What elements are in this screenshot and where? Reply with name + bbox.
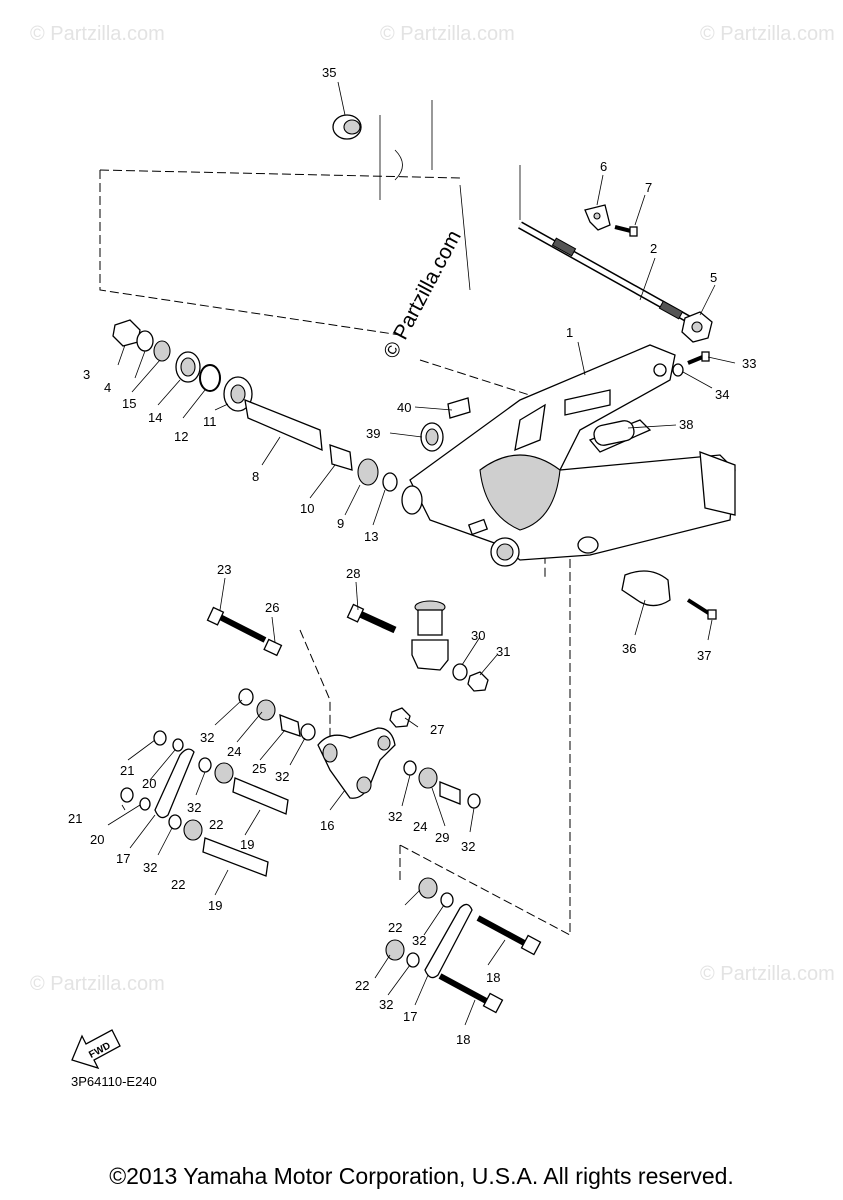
callout-22-d[interactable]: 22 — [355, 978, 369, 993]
callout-38[interactable]: 38 — [679, 417, 693, 432]
callout-14[interactable]: 14 — [148, 410, 162, 425]
callout-40[interactable]: 40 — [397, 400, 411, 415]
callout-22-a[interactable]: 22 — [209, 817, 223, 832]
callout-1[interactable]: 1 — [566, 325, 573, 340]
callout-32-a[interactable]: 32 — [200, 730, 214, 745]
callout-27[interactable]: 27 — [430, 722, 444, 737]
callout-22-c[interactable]: 22 — [388, 920, 402, 935]
shock-bolt[interactable] — [346, 603, 397, 634]
callout-5[interactable]: 5 — [710, 270, 717, 285]
callout-24-left[interactable]: 24 — [227, 744, 241, 759]
callout-35[interactable]: 35 — [322, 65, 336, 80]
callout-21-upper[interactable]: 21 — [120, 763, 134, 778]
callout-18-upper[interactable]: 18 — [486, 970, 500, 985]
grease-seal[interactable] — [420, 422, 444, 452]
callout-17-left[interactable]: 17 — [116, 851, 130, 866]
swing-arm[interactable] — [401, 344, 736, 567]
forward-direction-arrow: FWD — [71, 1029, 121, 1070]
callout-12[interactable]: 12 — [174, 429, 188, 444]
pivot-shaft[interactable] — [518, 221, 692, 324]
diagonal-watermark: © Partzilla.com — [379, 227, 466, 363]
callout-32-e[interactable]: 32 — [388, 809, 402, 824]
callout-25[interactable]: 25 — [252, 761, 266, 776]
callout-6[interactable]: 6 — [600, 159, 607, 174]
callout-17-right[interactable]: 17 — [403, 1009, 417, 1024]
callout-28[interactable]: 28 — [346, 566, 360, 581]
watermark: © Partzilla.com — [700, 23, 835, 45]
bracket[interactable] — [584, 204, 611, 231]
callout-16[interactable]: 16 — [320, 818, 334, 833]
watermark: © Partzilla.com — [30, 973, 165, 995]
watermark: © Partzilla.com — [380, 23, 515, 45]
callout-39[interactable]: 39 — [366, 426, 380, 441]
lower-bearing-stack-left[interactable] — [168, 757, 289, 877]
callout-11[interactable]: 11 — [203, 414, 217, 429]
connecting-rod-left[interactable] — [120, 730, 195, 819]
watermark-layer: © Partzilla.com © Partzilla.com © Partzi… — [30, 23, 835, 995]
caution-label[interactable] — [447, 397, 471, 419]
shock-washers[interactable] — [389, 663, 489, 728]
part-callouts: 1 2 3 4 5 6 7 8 9 10 11 12 13 14 15 16 1… — [68, 65, 756, 1047]
callout-19-upper[interactable]: 19 — [240, 837, 254, 852]
callout-29[interactable]: 29 — [435, 830, 449, 845]
frame-outline — [379, 100, 521, 291]
copyright-notice: ©2013 Yamaha Motor Corporation, U.S.A. A… — [109, 1163, 734, 1189]
callout-18-lower[interactable]: 18 — [456, 1032, 470, 1047]
callout-32-g[interactable]: 32 — [412, 933, 426, 948]
callout-23[interactable]: 23 — [217, 562, 231, 577]
callout-32-b[interactable]: 32 — [275, 769, 289, 784]
callout-21-lower[interactable]: 21 — [68, 811, 82, 826]
relay-arm[interactable] — [317, 727, 396, 799]
chain-guide[interactable] — [621, 570, 671, 607]
pivot-left-stack[interactable] — [112, 319, 398, 492]
upper-bearing-stack[interactable] — [238, 688, 316, 741]
watermark: © Partzilla.com — [30, 23, 165, 45]
callout-20-lower[interactable]: 20 — [90, 832, 104, 847]
callout-32-h[interactable]: 32 — [379, 997, 393, 1012]
callout-20-upper[interactable]: 20 — [142, 776, 156, 791]
callout-24-right[interactable]: 24 — [413, 819, 427, 834]
chain-guide-cover[interactable] — [592, 419, 635, 447]
callout-3[interactable]: 3 — [83, 367, 90, 382]
callout-33[interactable]: 33 — [742, 356, 756, 371]
callout-26[interactable]: 26 — [265, 600, 279, 615]
connecting-rod-right[interactable] — [385, 877, 473, 979]
shock-bottom[interactable] — [411, 600, 449, 671]
callout-32-d[interactable]: 32 — [143, 860, 157, 875]
bracket-bolt[interactable] — [614, 225, 638, 237]
callout-32-c[interactable]: 32 — [187, 800, 201, 815]
callout-10[interactable]: 10 — [300, 501, 314, 516]
callout-36[interactable]: 36 — [622, 641, 636, 656]
lower-bearing-stack-right[interactable] — [403, 760, 481, 809]
callout-32-f[interactable]: 32 — [461, 839, 475, 854]
callout-8[interactable]: 8 — [252, 469, 259, 484]
callout-37[interactable]: 37 — [697, 648, 711, 663]
callout-31[interactable]: 31 — [496, 644, 510, 659]
callout-13[interactable]: 13 — [364, 529, 378, 544]
callout-34[interactable]: 34 — [715, 387, 729, 402]
guide-bolt[interactable] — [686, 598, 717, 620]
diagram-code: 3P64110-E240 — [71, 1074, 157, 1089]
callout-22-b[interactable]: 22 — [171, 877, 185, 892]
callout-30[interactable]: 30 — [471, 628, 485, 643]
callout-9[interactable]: 9 — [337, 516, 344, 531]
arm-bolt[interactable] — [672, 351, 710, 377]
callout-2[interactable]: 2 — [650, 241, 657, 256]
callout-15[interactable]: 15 — [122, 396, 136, 411]
cap[interactable] — [332, 114, 362, 140]
callout-7[interactable]: 7 — [645, 180, 652, 195]
pivot-nut[interactable] — [681, 311, 713, 343]
link-bolt-upper[interactable] — [206, 606, 283, 657]
callout-4[interactable]: 4 — [104, 380, 111, 395]
leader-lines — [107, 81, 736, 1026]
watermark: © Partzilla.com — [700, 963, 835, 985]
callout-19-lower[interactable]: 19 — [208, 898, 222, 913]
link-bolt-lower[interactable] — [438, 915, 542, 1014]
